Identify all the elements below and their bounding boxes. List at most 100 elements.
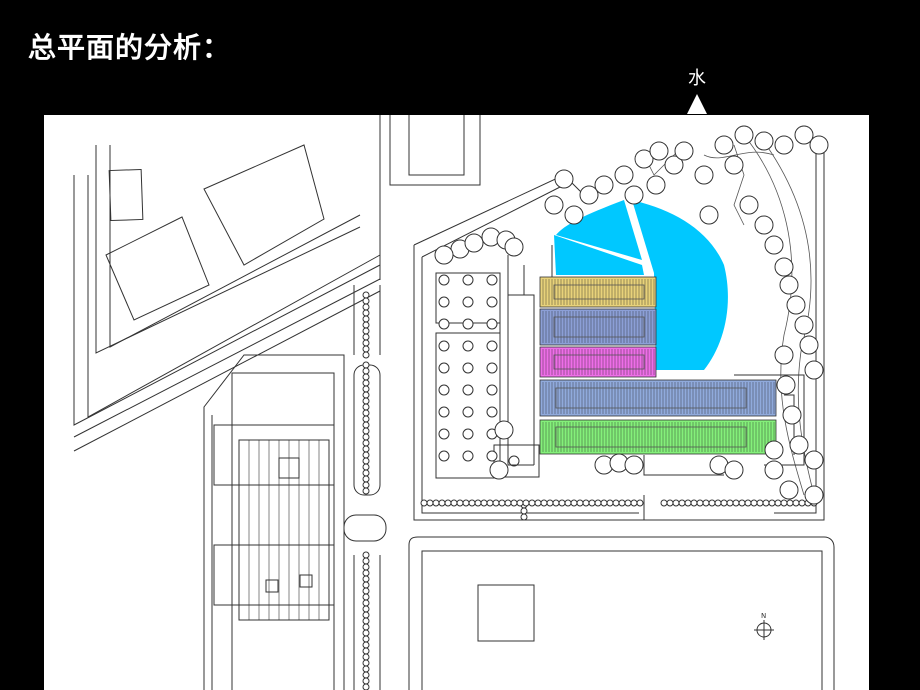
tree — [544, 195, 564, 215]
tree — [489, 460, 509, 480]
tree — [450, 499, 458, 507]
tree — [462, 450, 474, 462]
tree — [754, 215, 774, 235]
tree — [438, 499, 446, 507]
tree — [789, 435, 809, 455]
tree — [444, 499, 452, 507]
tree — [779, 275, 799, 295]
tree — [804, 450, 824, 470]
tree — [498, 499, 506, 507]
tree — [664, 155, 684, 175]
tree — [362, 683, 370, 690]
tree — [462, 340, 474, 352]
tree — [438, 296, 450, 308]
tree — [720, 499, 728, 507]
tree — [362, 623, 370, 631]
tree — [464, 233, 484, 253]
tree — [362, 297, 370, 305]
tree — [362, 457, 370, 465]
tree — [362, 385, 370, 393]
tree — [798, 499, 806, 507]
tree — [510, 499, 518, 507]
tree — [474, 499, 482, 507]
tree — [630, 499, 638, 507]
tree — [462, 318, 474, 330]
lower-block — [408, 536, 835, 690]
tree — [362, 391, 370, 399]
tree — [486, 499, 494, 507]
zone-yellow — [539, 276, 657, 308]
tree — [576, 499, 584, 507]
tree — [362, 403, 370, 411]
tree — [362, 487, 370, 495]
tree — [362, 665, 370, 673]
tree — [522, 499, 530, 507]
tree — [678, 499, 686, 507]
tree — [528, 499, 536, 507]
compass-label: N — [761, 612, 766, 620]
zone-blue — [539, 308, 657, 346]
tree — [579, 185, 599, 205]
tree — [780, 499, 788, 507]
tree — [362, 327, 370, 335]
tree — [362, 677, 370, 685]
tree — [732, 499, 740, 507]
tree — [480, 499, 488, 507]
tree — [438, 362, 450, 374]
tree — [696, 499, 704, 507]
tree — [804, 360, 824, 380]
tree — [362, 469, 370, 477]
tree — [684, 499, 692, 507]
tree — [486, 318, 498, 330]
tree — [809, 135, 829, 155]
tree — [362, 445, 370, 453]
tree — [486, 296, 498, 308]
tree — [804, 485, 824, 505]
tree — [794, 315, 814, 335]
zone-lightblue — [539, 379, 777, 417]
tree — [724, 155, 744, 175]
tree — [438, 384, 450, 396]
tree — [486, 450, 498, 462]
water-direction-arrow-icon — [687, 94, 707, 114]
tree — [674, 141, 694, 161]
tree — [734, 125, 754, 145]
tree — [486, 406, 498, 418]
tree — [362, 421, 370, 429]
tree — [362, 415, 370, 423]
tree — [540, 499, 548, 507]
tree — [438, 406, 450, 418]
tree — [462, 406, 474, 418]
tree — [738, 499, 746, 507]
zone-green — [539, 419, 777, 455]
tree — [774, 499, 782, 507]
tree — [750, 499, 758, 507]
tree — [362, 409, 370, 417]
tree — [362, 611, 370, 619]
tree — [362, 463, 370, 471]
tree — [362, 481, 370, 489]
tree — [362, 361, 370, 369]
tree — [786, 295, 806, 315]
tree — [362, 635, 370, 643]
tree — [362, 339, 370, 347]
tree — [362, 641, 370, 649]
tree — [362, 671, 370, 679]
tree — [438, 318, 450, 330]
tree — [570, 499, 578, 507]
tree — [614, 165, 634, 185]
tree — [438, 428, 450, 440]
tree — [554, 169, 574, 189]
trees — [362, 125, 829, 690]
tree — [612, 499, 620, 507]
tree — [462, 296, 474, 308]
tree — [362, 315, 370, 323]
functional-zones — [539, 276, 777, 455]
tree — [600, 499, 608, 507]
tree — [552, 499, 560, 507]
tree — [362, 557, 370, 565]
tree — [726, 499, 734, 507]
tree — [588, 499, 596, 507]
tree — [362, 563, 370, 571]
tree — [362, 351, 370, 359]
